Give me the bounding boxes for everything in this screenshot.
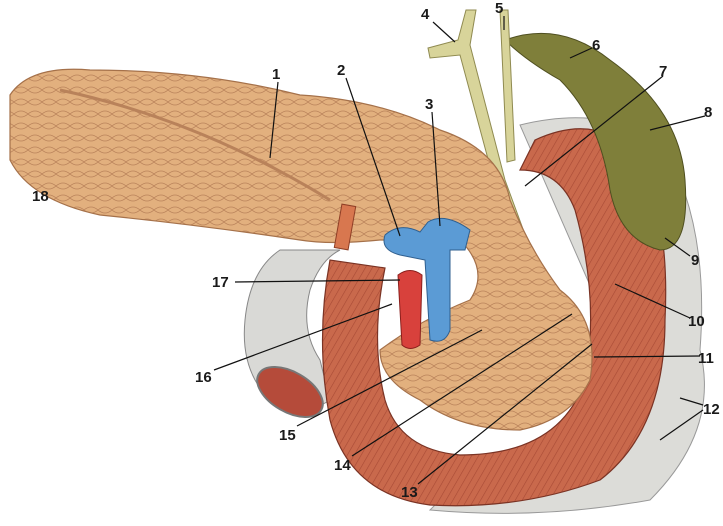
leader-lines xyxy=(213,16,706,485)
gallbladder xyxy=(504,32,687,251)
label-8: 8 xyxy=(704,104,712,121)
label-7: 7 xyxy=(659,63,667,80)
cystic-duct xyxy=(499,9,516,163)
label-9: 9 xyxy=(691,252,699,269)
ligature-band xyxy=(333,203,357,251)
pancreatic-duct-groove xyxy=(59,88,331,202)
label-1: 1 xyxy=(272,66,280,83)
label-16: 16 xyxy=(195,369,212,386)
label-4: 4 xyxy=(421,6,430,23)
label-6: 6 xyxy=(592,37,600,54)
label-5: 5 xyxy=(495,0,503,17)
pancreas xyxy=(9,68,593,431)
label-14: 14 xyxy=(334,457,351,474)
mesenteric-artery xyxy=(397,270,423,349)
portal-vein xyxy=(383,217,471,342)
label-2: 2 xyxy=(337,62,345,79)
label-3: 3 xyxy=(425,96,433,113)
label-18: 18 xyxy=(32,188,49,205)
label-11: 11 xyxy=(698,350,714,367)
label-13: 13 xyxy=(401,484,418,501)
label-15: 15 xyxy=(279,427,296,444)
intestine-cut-end xyxy=(256,366,324,418)
label-12: 12 xyxy=(703,401,720,418)
label-10: 10 xyxy=(688,313,705,330)
label-17: 17 xyxy=(212,274,229,291)
